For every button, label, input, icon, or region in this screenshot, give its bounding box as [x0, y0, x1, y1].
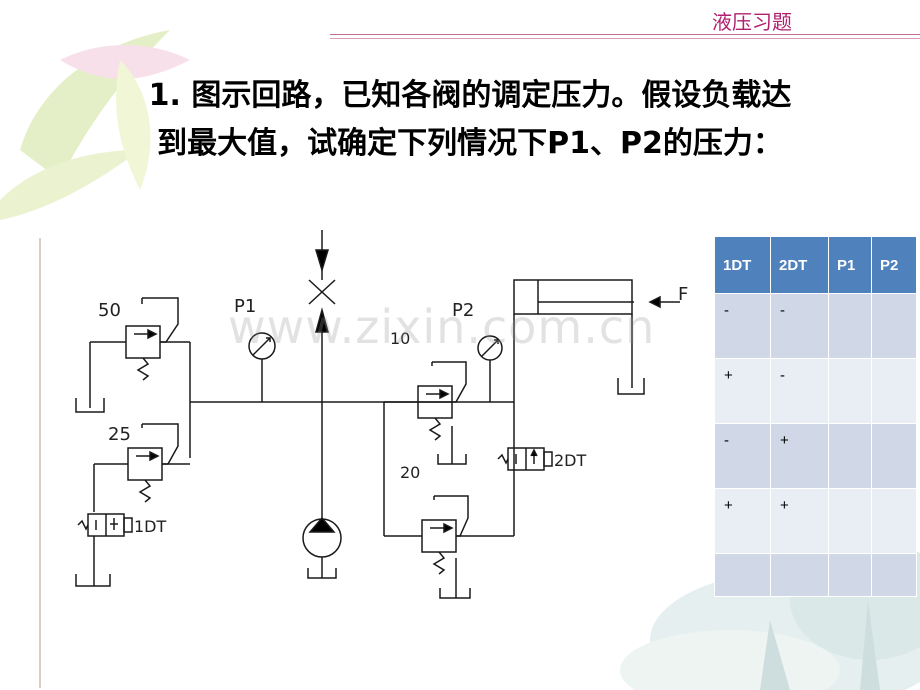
- table-cell[interactable]: [828, 293, 872, 359]
- table-cell: +: [770, 423, 829, 489]
- pressure-answer-table: 1DT 2DT P1 P2 - - + - - + + +: [714, 236, 917, 597]
- label-relief-20: 20: [400, 463, 420, 482]
- table-header-p1: P1: [828, 236, 872, 294]
- table-cell: +: [770, 488, 829, 554]
- header-title: 液压习题: [712, 10, 792, 34]
- table-row: - -: [714, 293, 917, 359]
- table-row: + -: [714, 358, 917, 424]
- table-header-row: 1DT 2DT P1 P2: [714, 236, 917, 294]
- solenoid-valve-2dt: [497, 447, 553, 471]
- table-cell: [714, 553, 771, 597]
- table-header-p2: P2: [871, 236, 917, 294]
- relief-valve-25: [93, 423, 190, 512]
- table-cell: +: [714, 488, 771, 554]
- header-divider-secondary: [330, 38, 920, 39]
- tree-decoration-bottom-right: [620, 540, 920, 690]
- table-cell[interactable]: [871, 423, 917, 489]
- table-cell: +: [714, 358, 771, 424]
- hydraulic-circuit-diagram: P1 50 25 1DT: [39, 230, 688, 688]
- watermark: www.zixin.com.cn: [228, 300, 656, 354]
- label-relief-50: 50: [98, 300, 121, 321]
- table-header-1dt: 1DT: [714, 236, 771, 294]
- label-relief-10: 10: [390, 329, 410, 348]
- relief-valve-20: [384, 495, 514, 599]
- question-line-1: 1. 图示回路，已知各阀的调定压力。假设负载达: [148, 78, 792, 113]
- table-header-2dt: 2DT: [770, 236, 829, 294]
- label-solenoid-1: 1DT: [134, 517, 167, 536]
- throttle-symbol: [308, 230, 336, 402]
- table-cell: -: [770, 358, 829, 424]
- label-load-f: F: [678, 284, 688, 305]
- table-cell[interactable]: [828, 488, 872, 554]
- relief-valve-10: [384, 361, 467, 465]
- pump-symbol: [302, 402, 342, 579]
- table-row: + +: [714, 488, 917, 554]
- table-cell[interactable]: [871, 488, 917, 554]
- table-row: [714, 553, 917, 597]
- table-cell: -: [770, 293, 829, 359]
- table-cell: -: [714, 423, 771, 489]
- table-cell: [770, 553, 829, 597]
- header-divider: [330, 34, 920, 35]
- pressure-gauge-p2: [477, 335, 503, 402]
- table-cell[interactable]: [828, 358, 872, 424]
- label-relief-25: 25: [108, 424, 131, 445]
- label-p2: P2: [452, 300, 474, 321]
- table-cell[interactable]: [871, 553, 917, 597]
- table-cell[interactable]: [871, 358, 917, 424]
- hydraulic-cylinder: [513, 279, 680, 402]
- leaf-decoration-top-left: [0, 30, 190, 220]
- question-line-2: 到最大值，试确定下列情况下P1、P2的压力：: [157, 126, 783, 161]
- table-cell: -: [714, 293, 771, 359]
- table-cell[interactable]: [871, 293, 917, 359]
- label-p1: P1: [234, 296, 256, 317]
- table-cell[interactable]: [828, 423, 872, 489]
- solenoid-valve-1dt: [75, 513, 133, 587]
- label-solenoid-2: 2DT: [554, 451, 587, 470]
- table-cell[interactable]: [828, 553, 872, 597]
- table-row: - +: [714, 423, 917, 489]
- pressure-gauge-p1: [248, 332, 276, 402]
- relief-valve-50: [75, 297, 191, 458]
- question-text: 1. 图示回路，已知各阀的调定压力。假设负载达 到最大值，试确定下列情况下P1、…: [40, 72, 900, 168]
